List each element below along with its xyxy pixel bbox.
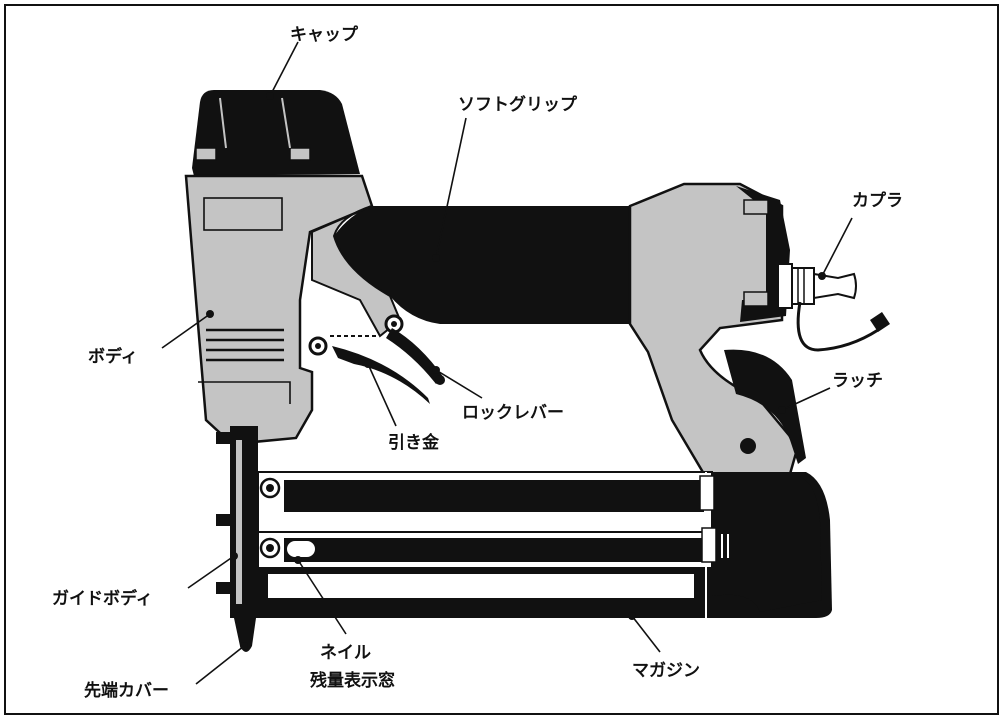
lock-lever-part — [386, 328, 444, 384]
grip-bolt — [740, 438, 756, 454]
callout-labels: キャップ ソフトグリップ カプラ ボディ ラッチ ロックレバー 引き金 ガイドボ… — [52, 24, 903, 701]
label-coupler: カプラ — [852, 190, 903, 211]
label-latch: ラッチ — [832, 371, 883, 391]
leader-lines — [161, 41, 853, 685]
body-part — [184, 174, 374, 446]
magazine-part — [256, 471, 832, 618]
label-trigger: 引き金 — [388, 432, 440, 453]
label-cap: キャップ — [290, 24, 359, 45]
cap-part — [192, 90, 360, 176]
guide-body-part — [216, 426, 258, 618]
label-guide-body: ガイドボディ — [52, 588, 153, 609]
nail-window-part — [285, 539, 317, 559]
label-magazine: マガジン — [632, 661, 700, 681]
trigger-part — [332, 346, 430, 404]
nose-cover-part — [234, 618, 256, 652]
nailer-illustration — [184, 90, 890, 652]
latch-part — [724, 349, 806, 464]
soft-grip-part — [334, 206, 630, 324]
label-lock-lever: ロックレバー — [462, 403, 564, 423]
coupler-part — [777, 263, 890, 352]
label-body: ボディ — [88, 346, 138, 367]
label-nail-window-line2: 残量表示窓 — [310, 670, 395, 691]
label-soft-grip: ソフトグリップ — [458, 94, 578, 115]
label-nail-window-line1: ネイル — [320, 643, 371, 663]
label-nose-cover: 先端カバー — [84, 680, 169, 701]
neck-part — [311, 205, 402, 338]
